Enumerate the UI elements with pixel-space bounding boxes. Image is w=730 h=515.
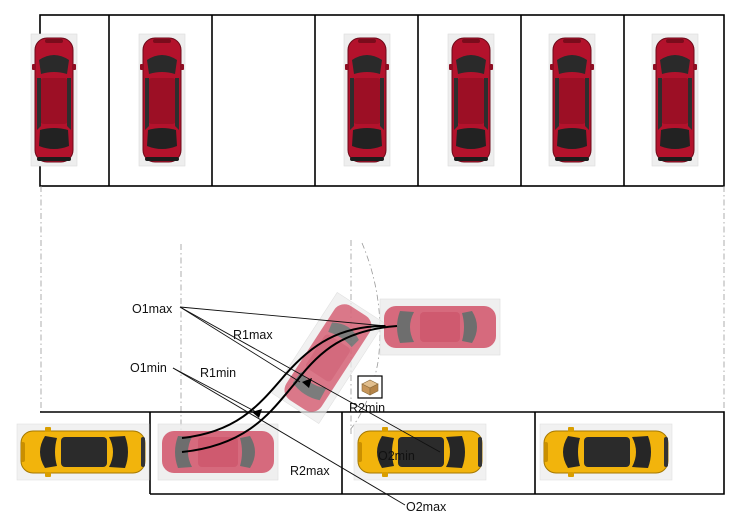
red-car-stall-5 <box>447 33 495 167</box>
cardboard-box-icon <box>357 375 383 399</box>
label-r2max: R2max <box>290 464 330 478</box>
car-start-position <box>379 298 501 356</box>
label-r1max: R1max <box>233 328 273 342</box>
red-car-stall-1 <box>30 33 78 167</box>
red-car-stall-2 <box>138 33 186 167</box>
bottom-parking-row <box>40 411 725 495</box>
red-car-stall-4 <box>343 33 391 167</box>
trajectory-inner <box>181 325 398 453</box>
red-car-stall-7 <box>651 33 699 167</box>
trajectory-outer <box>181 325 386 439</box>
label-o1min: O1min <box>130 361 167 375</box>
label-o2max: O2max <box>406 500 447 514</box>
car-final-position <box>157 423 279 481</box>
yellow-car-right <box>539 423 673 481</box>
label-o1max: O1max <box>132 302 173 316</box>
label-o2min: O2min <box>378 449 415 463</box>
labels: O1max O1min R1max R1min R2min R2max O2mi… <box>130 302 447 514</box>
parked-yellow-cars <box>16 423 673 481</box>
yellow-car-middle <box>353 423 487 481</box>
red-car-stall-6 <box>548 33 596 167</box>
trajectory-curves <box>181 325 398 453</box>
yellow-car-left <box>16 423 150 481</box>
label-r2min: R2min <box>349 401 385 415</box>
arrow-markers <box>252 378 312 418</box>
label-r1min: R1min <box>200 366 236 380</box>
parked-red-cars <box>30 33 699 167</box>
